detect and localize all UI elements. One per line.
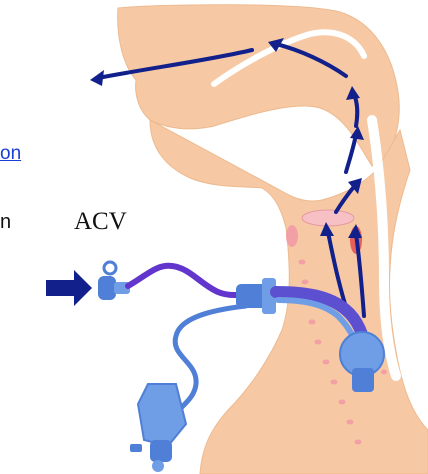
flow-arrow-head	[90, 70, 104, 86]
inflow-arrow	[46, 270, 92, 306]
acv-label: ACV	[74, 208, 127, 236]
vocal-cords	[302, 210, 354, 226]
cut-off-link-text[interactable]: on	[0, 143, 21, 165]
speaking-valve	[98, 262, 130, 300]
suction-device	[130, 384, 186, 472]
thyroid-cartilage	[286, 225, 298, 247]
cut-off-text-fragment: n	[0, 211, 11, 234]
